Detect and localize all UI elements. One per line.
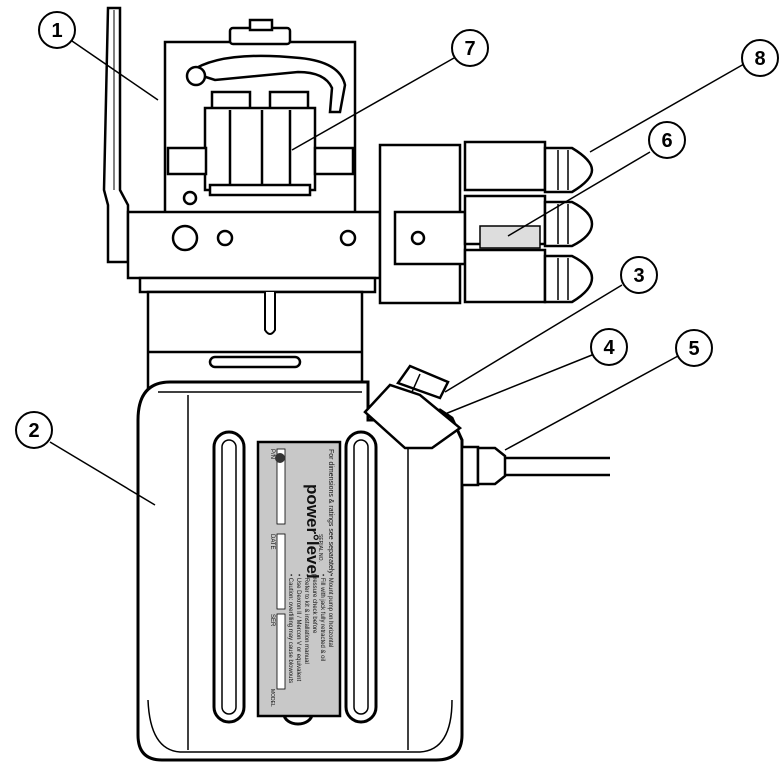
tank-label-plate: power°level For dimensions & ratings see… bbox=[256, 440, 342, 718]
callout-2: 2 bbox=[15, 411, 53, 449]
label-field-model: MODEL bbox=[269, 689, 275, 707]
label-header: For dimensions & ratings see separately bbox=[327, 449, 334, 574]
callout-1-number: 1 bbox=[51, 20, 62, 42]
callout-8: 8 bbox=[741, 39, 779, 77]
leader-5 bbox=[504, 355, 679, 451]
callout-6: 6 bbox=[648, 121, 686, 159]
callout-2-number: 2 bbox=[28, 420, 39, 442]
callout-7-number: 7 bbox=[464, 38, 475, 60]
label-instruction-6: • Caution: overfilling may cause blowout… bbox=[287, 574, 293, 683]
label-instruction-2: • Fill with jack fully retracted & oil bbox=[319, 574, 325, 661]
hose-fitting bbox=[460, 445, 610, 487]
callout-3-number: 3 bbox=[633, 265, 644, 287]
leader-3 bbox=[444, 284, 623, 393]
mounting-bracket bbox=[102, 6, 130, 264]
manifold-plate bbox=[126, 210, 382, 294]
label-instruction-4: • Refer to kit & installation manual bbox=[303, 574, 309, 664]
callouts: 1 2 3 4 5 6 7 8 bbox=[15, 11, 779, 449]
callout-7: 7 bbox=[451, 29, 489, 67]
leader-6 bbox=[507, 151, 651, 237]
callout-3: 3 bbox=[620, 256, 658, 294]
label-field-date: DATE bbox=[269, 534, 275, 550]
label-instruction-3: pressure check before bbox=[311, 574, 317, 634]
callout-5-number: 5 bbox=[688, 338, 699, 360]
valve-cartridges bbox=[378, 140, 594, 305]
leader-1 bbox=[71, 40, 159, 101]
brand-logo-icon bbox=[275, 453, 285, 463]
callout-4-number: 4 bbox=[603, 337, 615, 359]
callout-5: 5 bbox=[675, 329, 713, 367]
label-field-pn: P/N bbox=[269, 449, 275, 459]
pump-neck bbox=[146, 290, 364, 397]
callout-6-number: 6 bbox=[661, 130, 672, 152]
callout-4: 4 bbox=[590, 328, 628, 366]
leader-7 bbox=[291, 57, 455, 151]
leader-lines bbox=[49, 40, 745, 506]
label-field-ser: SER bbox=[269, 614, 275, 627]
solenoid-relay bbox=[166, 90, 355, 206]
label-brand: power°level bbox=[303, 484, 322, 579]
leader-4 bbox=[444, 354, 593, 415]
leader-2 bbox=[49, 441, 156, 506]
label-field-serial: SERIAL NO. bbox=[317, 534, 323, 562]
label-instruction-1: • Mount pump on horizontal bbox=[327, 574, 333, 647]
leader-8 bbox=[589, 63, 745, 153]
callout-1: 1 bbox=[38, 11, 76, 49]
label-instruction-5: • Use Dexron II / Mercon V or equivalent bbox=[295, 574, 301, 681]
callout-8-number: 8 bbox=[754, 48, 765, 70]
filler-cap bbox=[363, 364, 463, 450]
